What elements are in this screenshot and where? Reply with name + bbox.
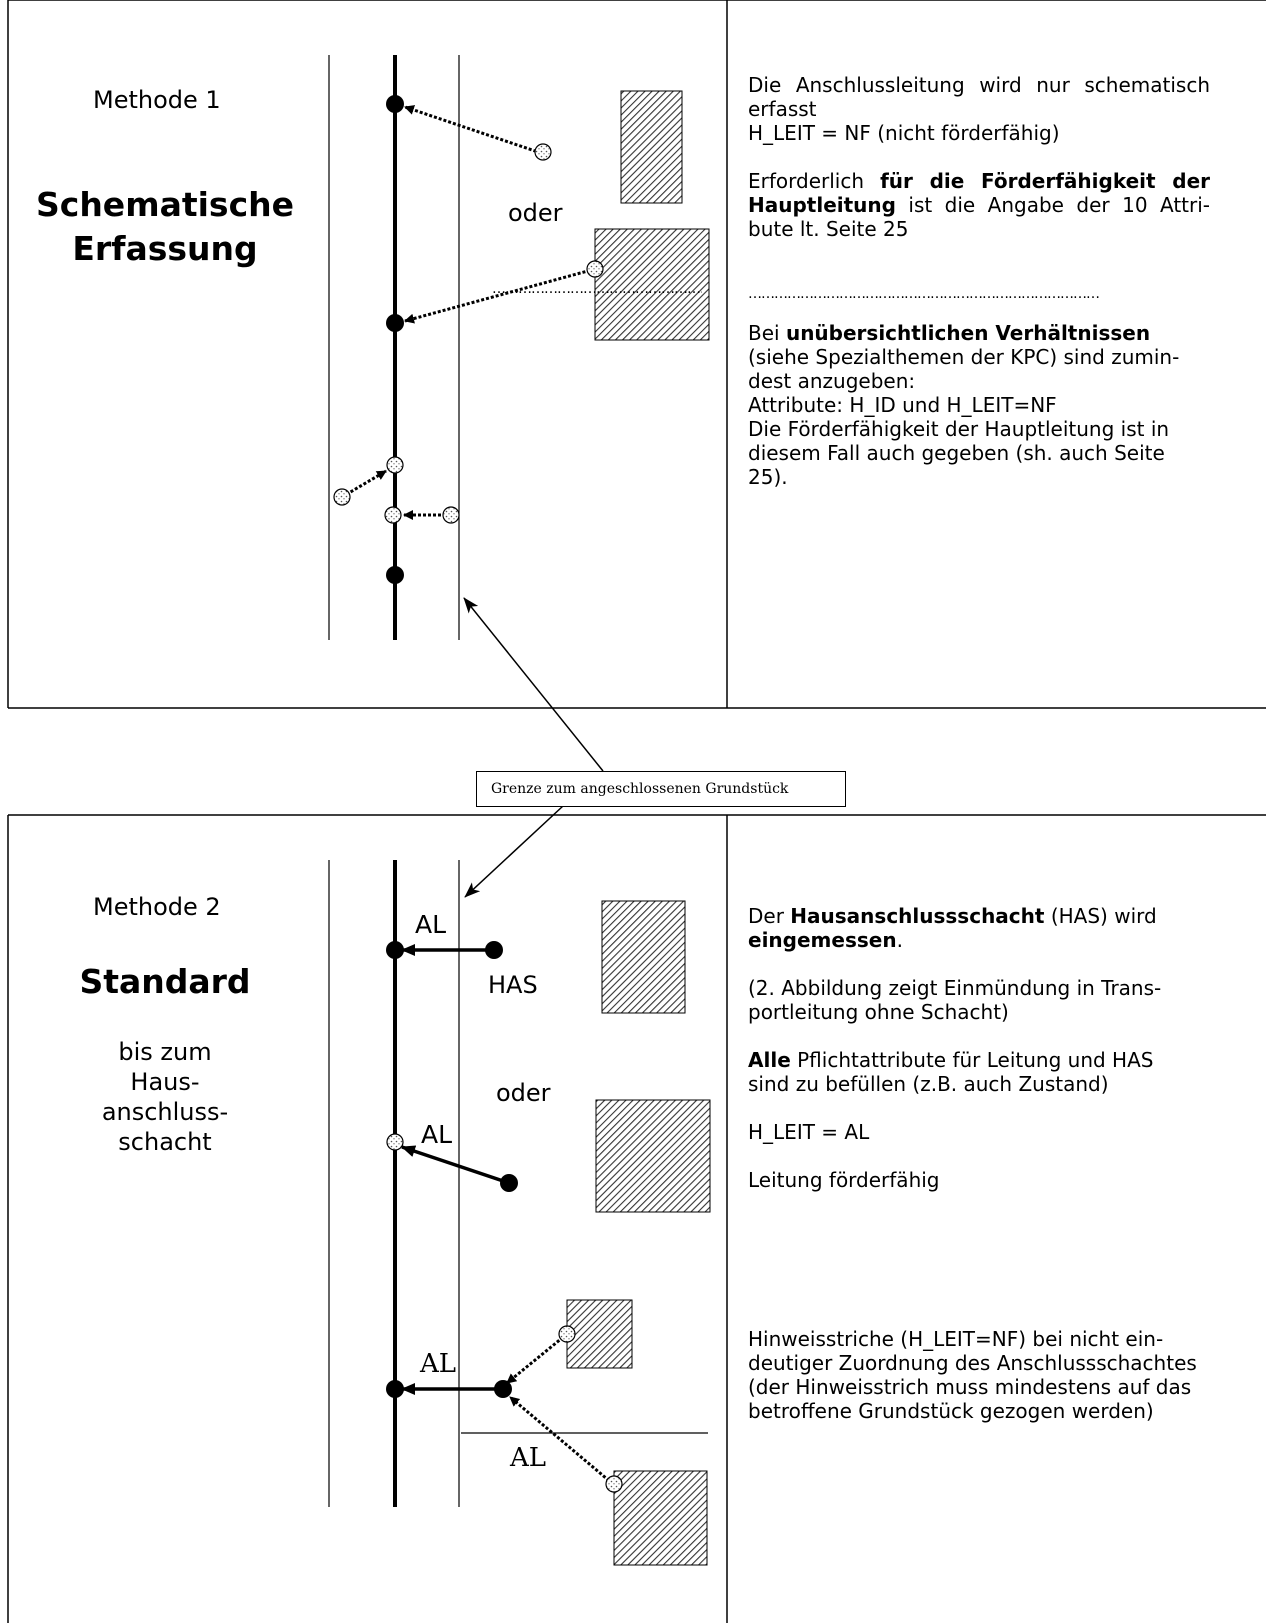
main-node (386, 95, 404, 113)
method1-desc3-line6: diesem Fall auch gegeben (sh. auch Seite (748, 441, 1165, 465)
method1-description: Die Anschlussleitung wird nur schematisc… (748, 73, 1210, 241)
method2-desc6-line2: deutiger Zuordnung des Anschlussschachte… (748, 1351, 1197, 1375)
method1-label: Methode 1 (93, 86, 221, 114)
method1-dotted-separator-left: ……………………………………………………………………… (492, 281, 702, 297)
method2-desc6-line3: (der Hinweisstrich muss mindestens auf d… (748, 1375, 1192, 1399)
has-label: HAS (488, 971, 538, 999)
method1-title: Schematische Erfassung (20, 183, 310, 271)
method2-oder: oder (496, 1079, 551, 1107)
al-label-2: AL (421, 1120, 453, 1149)
method2-description: Der Hausanschlussschacht (HAS) wird eing… (748, 904, 1226, 1192)
method1-oder: oder (508, 199, 563, 227)
desc1-bold: Hausanschlussschacht (790, 904, 1045, 928)
method1-diagram (328, 55, 710, 640)
connection-point (442, 506, 460, 524)
connection-point (333, 488, 351, 506)
building-6 (613, 1470, 708, 1566)
has-node (494, 1380, 512, 1398)
has-node (500, 1174, 518, 1192)
panel-frames (7, 0, 1266, 1623)
method1-desc1-line2: erfasst (748, 97, 817, 121)
method2-desc6-line4: betroffene Grundstück gezogen werden) (748, 1399, 1154, 1423)
main-node (386, 941, 404, 959)
method2-title: Standard (79, 962, 251, 1001)
main-node (386, 314, 404, 332)
method2-desc1-line1: Der Hausanschlussschacht (HAS) wird (748, 904, 1226, 928)
desc2-post: ist die Angabe der 10 Attri-bute lt. Sei… (748, 193, 1210, 241)
boundary-pointers (463, 597, 604, 898)
building-4 (595, 1099, 711, 1213)
method2-description-2: Hinweisstriche (H_LEIT=NF) bei nicht ein… (748, 1327, 1226, 1423)
method2-desc5: Leitung förderfähig (748, 1168, 940, 1192)
method1-desc3-line2: (siehe Spezialthemen der KPC) sind zumin… (748, 345, 1180, 369)
method1-desc3-line3: dest anzugeben: (748, 369, 916, 393)
desc3-bold: unübersichtlichen Verhältnissen (785, 321, 1151, 345)
connection-point (384, 506, 402, 524)
al-label-4: AL (510, 1443, 547, 1473)
method2-sub-line2: Haus- (130, 1068, 200, 1096)
method2-desc2-line1: (2. Abbildung zeigt Einmündung in Trans- (748, 976, 1162, 1000)
method1-dotted-separator-right: ……………………………………………………………………… (748, 286, 1100, 302)
desc2-pre: Erforderlich (748, 169, 881, 193)
method2-sub-line4: schacht (118, 1128, 212, 1156)
connection-point (605, 1475, 623, 1493)
method1-desc3-line1: Bei unübersichtlichen Verhältnissen (748, 321, 1218, 345)
method1-desc1-line3: H_LEIT = NF (nicht förderfähig) (748, 121, 1060, 145)
method2-desc1-line2: eingemessen. (748, 928, 1226, 952)
method2-desc3-line2: sind zu befüllen (z.B. auch Zustand) (748, 1072, 1109, 1096)
method1-desc3-line5: Die Förderfähigkeit der Hauptleitung ist… (748, 417, 1170, 441)
method1-description-2: Bei unübersichtlichen Verhältnissen (sie… (748, 321, 1218, 489)
al-label-3: AL (420, 1349, 457, 1379)
al-label-1: AL (415, 910, 447, 939)
connection-point (386, 456, 404, 474)
connection-point (586, 260, 604, 278)
method1-desc2: Erforderlich für die Förderfähigkeit der… (748, 169, 1210, 241)
desc1-end: . (896, 928, 903, 952)
method2-sub-line3: anschluss- (101, 1098, 229, 1126)
building-1 (620, 90, 683, 204)
method2-diagram (328, 860, 711, 1566)
desc3-pre: Bei (748, 321, 786, 345)
method1-desc3-line4: Attribute: H_ID und H_LEIT=NF (748, 393, 1057, 417)
method1-title-line1: Schematische (35, 185, 295, 224)
main-node (386, 1380, 404, 1398)
desc1-bold2: eingemessen (748, 928, 897, 952)
connection-point (558, 1325, 576, 1343)
method1-title-line2: Erfassung (72, 229, 258, 268)
method2-desc2-line2: portleitung ohne Schacht) (748, 1000, 1009, 1024)
method2-label: Methode 2 (93, 893, 221, 921)
method2-desc4: H_LEIT = AL (748, 1120, 870, 1144)
building-3 (601, 900, 686, 1014)
method2-desc3-line1: Alle Pflichtattribute für Leitung und HA… (748, 1048, 1226, 1072)
desc3-bold: Alle (748, 1048, 791, 1072)
main-node (386, 566, 404, 584)
connection-point (534, 143, 552, 161)
connection-point (386, 1133, 404, 1151)
method2-subtitle: bis zum Haus- anschluss- schacht (20, 1037, 310, 1157)
method1-desc3-line7: 25). (748, 465, 788, 489)
building-2 (594, 228, 710, 341)
desc1-post: (HAS) wird (1044, 904, 1157, 928)
building-5 (566, 1299, 633, 1369)
boundary-label: Grenze zum angeschlossenen Grundstück (476, 771, 846, 807)
desc2-bold: für die Förderfähigkeit der Hauptleitung (748, 169, 1210, 217)
desc1-pre: Der (748, 904, 791, 928)
has-node (485, 941, 503, 959)
method2-sub-line1: bis zum (118, 1038, 212, 1066)
desc3-post: Pflichtattribute für Leitung und HAS (790, 1048, 1154, 1072)
method2-desc6-line1: Hinweisstriche (H_LEIT=NF) bei nicht ein… (748, 1327, 1164, 1351)
method1-desc1-line1: Die Anschlussleitung wird nur schematisc… (748, 73, 1210, 97)
